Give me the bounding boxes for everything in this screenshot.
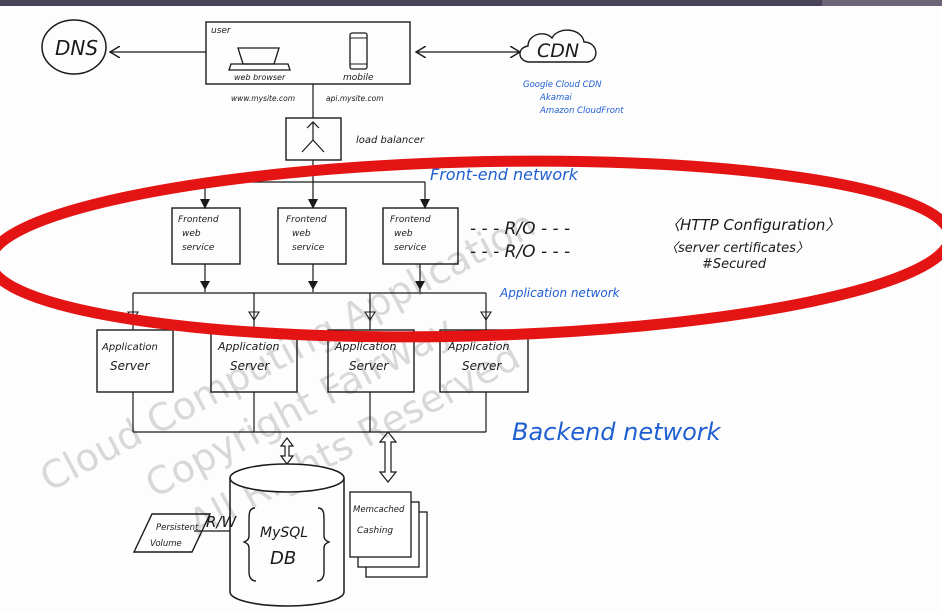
frontend-service-2-line-3: service: [292, 243, 325, 253]
app-server-2: Application Server: [210, 329, 298, 393]
highlight-ellipse: [0, 155, 942, 343]
web-browser-label: web browser: [234, 73, 286, 82]
frontend-service-2-line-2: web: [292, 229, 311, 239]
frontend-service-1-line-2: web: [182, 229, 201, 239]
database-cylinder: MySQL DB: [229, 463, 345, 607]
laptop-icon: [228, 47, 291, 71]
frontend-service-1-line-3: service: [182, 243, 215, 253]
mobile-label: mobile: [343, 73, 374, 83]
app-server-2-line-2: Server: [230, 359, 270, 373]
cache-double-arrow: [378, 431, 398, 483]
frontend-service-3-line-1: Frontend: [390, 215, 431, 225]
app-server-4-line-1: Application: [447, 340, 509, 353]
app-server-2-line-1: Application: [217, 340, 279, 353]
frontend-service-1: Frontend web service: [171, 207, 241, 265]
app-server-1-line-2: Server: [110, 359, 150, 373]
cdn-provider-1: Google Cloud CDN: [523, 80, 602, 90]
backend-network-label: Backend network: [512, 418, 722, 446]
api-url-label: api.mysite.com: [326, 94, 384, 103]
frontend-service-1-line-1: Frontend: [178, 215, 219, 225]
load-balancer-node: [285, 117, 342, 161]
cdn-provider-3: Amazon CloudFront: [539, 106, 624, 116]
memcached-label-1: Memcached: [353, 505, 405, 515]
dns-node: DNS: [41, 19, 107, 75]
backend-bus-lines: [132, 392, 487, 433]
config-rw-1: - - - R/O - - -: [470, 219, 570, 239]
window-top-bar-accent: [822, 0, 942, 6]
frontend-to-app-lines: [127, 264, 492, 330]
window-top-bar: [0, 0, 942, 6]
cdn-label: CDN: [537, 40, 579, 62]
persistent-volume: Persistent Volume: [132, 513, 212, 553]
database-label-1: MySQL: [260, 525, 308, 541]
persistent-volume-line-1: Persistent: [156, 523, 199, 533]
frontend-service-3-line-2: web: [394, 229, 413, 239]
app-server-1-line-1: Application: [101, 342, 158, 353]
load-balancer-label: load balancer: [356, 135, 425, 146]
application-network-label: Application network: [499, 286, 621, 300]
persistent-volume-line-2: Volume: [150, 539, 182, 549]
app-server-3: Application Server: [327, 329, 415, 393]
frontend-service-3-line-3: service: [394, 243, 427, 253]
cdn-provider-2: Akamai: [539, 93, 572, 103]
frontend-service-2: Frontend web service: [277, 207, 347, 265]
frontend-network-label: Front-end network: [430, 165, 579, 184]
web-url-label: www.mysite.com: [231, 94, 295, 103]
dns-label: DNS: [55, 36, 98, 60]
secured-label: #Secured: [702, 257, 767, 272]
database-label-2: DB: [270, 548, 296, 569]
http-configuration-label: 〈HTTP Configuration〉: [665, 216, 840, 234]
app-server-1: Application Server: [96, 329, 174, 393]
app-server-3-line-1: Application: [334, 340, 396, 353]
user-node: user web browser mobile: [205, 21, 411, 85]
memcached-stack: Memcached Cashing: [349, 491, 428, 578]
app-server-3-line-2: Server: [349, 359, 389, 373]
app-server-4: Application Server: [439, 329, 529, 393]
memcached-label-2: Cashing: [357, 526, 393, 536]
user-label: user: [211, 26, 232, 36]
config-rw-2: - - - R/O - - -: [470, 242, 570, 262]
rw-label: R/W: [206, 513, 237, 531]
cdn-cloud: CDN: [519, 29, 597, 63]
server-certificates-label: 〈server certificates〉: [665, 241, 809, 256]
app-server-4-line-2: Server: [462, 359, 502, 373]
frontend-service-2-line-1: Frontend: [286, 215, 327, 225]
mobile-phone-icon: [349, 32, 368, 70]
